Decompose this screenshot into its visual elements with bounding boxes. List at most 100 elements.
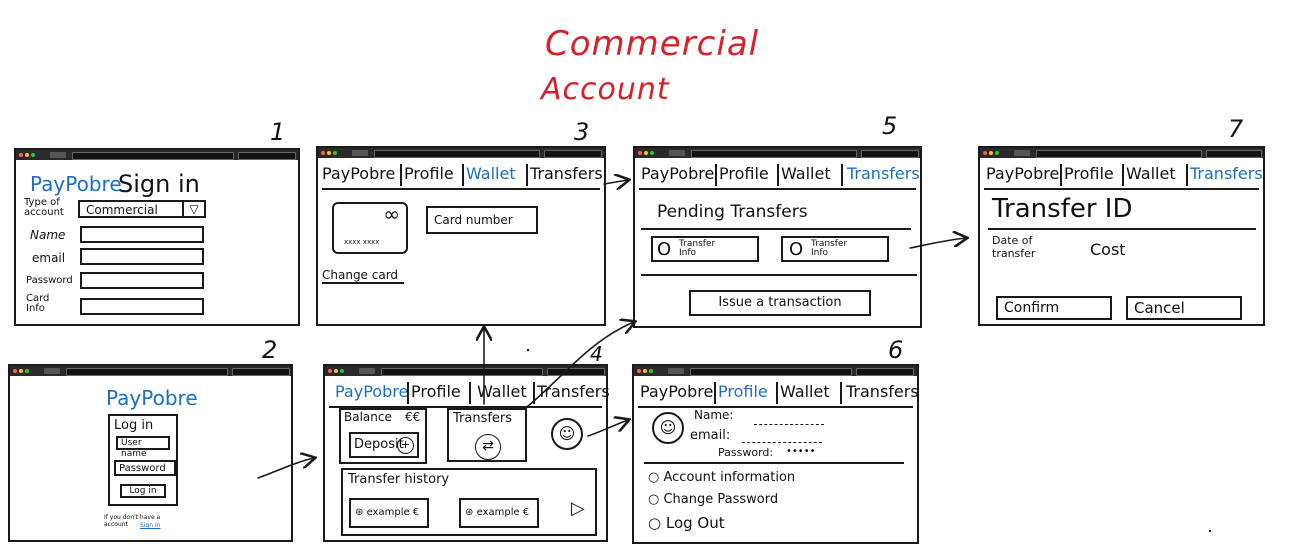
sign-in-link[interactable]: Sign In xyxy=(140,522,161,529)
balance-panel: Balance €€ Deposit + xyxy=(339,408,427,464)
password-field[interactable] xyxy=(80,272,204,289)
nav-wallet[interactable]: Wallet xyxy=(781,164,831,183)
pending-transfers-title: Pending Transfers xyxy=(657,202,808,222)
change-card-link[interactable]: Change card xyxy=(322,268,405,284)
nav-bar: PayPobre Profile Wallet Transfers xyxy=(638,380,919,408)
transfers-button[interactable]: Transfers ⇄ xyxy=(447,408,527,462)
screen-profile: PayPobre Profile Wallet Transfers ☺ Name… xyxy=(632,364,919,544)
browser-titlebar xyxy=(980,148,1263,158)
deposit-button[interactable]: Deposit + xyxy=(349,432,419,458)
option-change-password[interactable]: ○ Change Password xyxy=(648,492,779,507)
username-field[interactable]: User name xyxy=(116,436,170,459)
nav-profile[interactable]: Profile xyxy=(404,164,454,183)
browser-titlebar xyxy=(318,148,604,158)
arrow-login-to-home xyxy=(257,458,314,479)
transfer-history-title: Transfer history xyxy=(348,472,450,487)
option-log-out[interactable]: ○ Log Out xyxy=(648,514,725,532)
nav-paypobre[interactable]: PayPobre xyxy=(641,164,715,183)
step-number-1: 1 xyxy=(270,118,286,146)
login-title: Log in xyxy=(114,418,154,433)
card-info-field[interactable] xyxy=(80,298,204,315)
step-number-2: 2 xyxy=(262,336,278,364)
title-account: Account xyxy=(541,72,670,107)
name-label: Name xyxy=(30,228,66,242)
arrow-home-to-transfers xyxy=(527,322,634,407)
nav-transfers[interactable]: Transfers xyxy=(846,382,919,401)
confirm-button[interactable]: Confirm xyxy=(996,296,1112,320)
history-item-1[interactable]: ⊛ example € xyxy=(349,498,429,528)
profile-password-dots: ••••• xyxy=(786,446,816,457)
step-number-3: 3 xyxy=(574,118,590,146)
circle-icon: O xyxy=(657,239,672,260)
browser-titlebar xyxy=(634,366,917,376)
screen-home: PayPobre Profile Wallet Transfers Balanc… xyxy=(323,364,610,542)
nav-transfers[interactable]: Transfers xyxy=(530,164,603,183)
balance-currency: €€ xyxy=(405,410,421,424)
nav-transfers[interactable]: Transfers xyxy=(1190,164,1263,183)
nav-profile[interactable]: Profile xyxy=(719,164,769,183)
user-avatar-icon[interactable]: ☺ xyxy=(551,418,583,450)
step-number-6: 6 xyxy=(888,336,904,364)
nav-paypobre[interactable]: PayPobre xyxy=(986,164,1060,183)
page-title: Sign in xyxy=(118,170,200,198)
screen-wallet: PayPobre Profile Wallet Transfers ∞ xxxx… xyxy=(316,146,606,326)
transfer-info-card-1[interactable]: O Transfer Info xyxy=(651,236,759,262)
no-account-text: If you don't have a account xyxy=(104,514,161,528)
nav-profile[interactable]: Profile xyxy=(411,382,461,401)
screen-transfers: PayPobre Profile Wallet Transfers Pendin… xyxy=(633,146,922,328)
user-icon: ⊛ xyxy=(355,507,364,518)
cancel-button[interactable]: Cancel xyxy=(1126,296,1242,320)
transfer-history-panel: Transfer history ⊛ example € ⊛ example €… xyxy=(341,468,597,536)
nav-profile[interactable]: Profile xyxy=(718,382,768,401)
nav-paypobre[interactable]: PayPobre xyxy=(335,382,409,401)
brand-logo: PayPobre xyxy=(106,386,198,410)
nav-wallet[interactable]: Wallet xyxy=(466,164,516,183)
step-number-5: 5 xyxy=(882,112,898,140)
name-field[interactable] xyxy=(80,226,204,243)
brand-logo: PayPobre xyxy=(30,172,122,196)
nav-paypobre[interactable]: PayPobre xyxy=(640,382,714,401)
transfer-info-card-2[interactable]: O Transfer Info xyxy=(781,236,889,262)
history-item-2[interactable]: ⊛ example € xyxy=(459,498,539,528)
browser-titlebar xyxy=(635,148,920,158)
option-account-information[interactable]: ○ Account information xyxy=(648,470,796,485)
date-of-transfer-label: Date of transfer xyxy=(992,234,1036,260)
step-number-4: 4 xyxy=(590,342,603,366)
card-mask: xxxx xxxx xyxy=(344,238,380,246)
dropdown-arrow-icon[interactable]: ▽ xyxy=(182,200,204,218)
nav-bar: PayPobre Profile Wallet Transfers xyxy=(322,162,603,190)
avatar-icon: ☺ xyxy=(652,412,684,444)
arrow-home-to-profile xyxy=(587,420,628,437)
screen-log-in: PayPobre Log in User name Password Log i… xyxy=(8,364,293,542)
nav-transfers[interactable]: Transfers xyxy=(847,164,920,183)
nav-wallet[interactable]: Wallet xyxy=(477,382,527,401)
card-info-label: Card Info xyxy=(26,293,50,314)
nav-paypobre[interactable]: PayPobre xyxy=(322,164,396,183)
nav-wallet[interactable]: Wallet xyxy=(1126,164,1176,183)
swap-icon: ⇄ xyxy=(475,434,501,460)
nav-transfers[interactable]: Transfers xyxy=(537,382,610,401)
payment-card[interactable]: ∞ xxxx xxxx xyxy=(332,202,408,254)
next-arrow-icon[interactable]: ▷ xyxy=(571,498,585,519)
arrow-wallet-to-transfers xyxy=(603,180,628,184)
profile-name-label: Name: xyxy=(694,408,734,422)
step-number-7: 7 xyxy=(1228,115,1244,143)
card-brand-icon: ∞ xyxy=(383,202,400,226)
browser-titlebar xyxy=(16,150,298,160)
login-panel: Log in User name Password Log in xyxy=(108,414,178,506)
email-label: email xyxy=(32,251,66,265)
password-field[interactable]: Password xyxy=(114,460,176,476)
nav-bar: PayPobre Profile Wallet Transfers xyxy=(639,162,920,190)
user-icon: ⊛ xyxy=(465,507,474,518)
nav-profile[interactable]: Profile xyxy=(1064,164,1114,183)
profile-password-label: Password: xyxy=(718,446,774,459)
email-field[interactable] xyxy=(80,248,204,265)
browser-titlebar xyxy=(325,366,606,376)
account-type-select[interactable]: Commercial ▽ xyxy=(78,200,206,218)
nav-wallet[interactable]: Wallet xyxy=(780,382,830,401)
profile-email-label: email: xyxy=(690,428,731,443)
card-number-field[interactable]: Card number xyxy=(426,206,538,234)
issue-transaction-button[interactable]: Issue a transaction xyxy=(689,290,871,316)
login-button[interactable]: Log in xyxy=(120,484,166,498)
